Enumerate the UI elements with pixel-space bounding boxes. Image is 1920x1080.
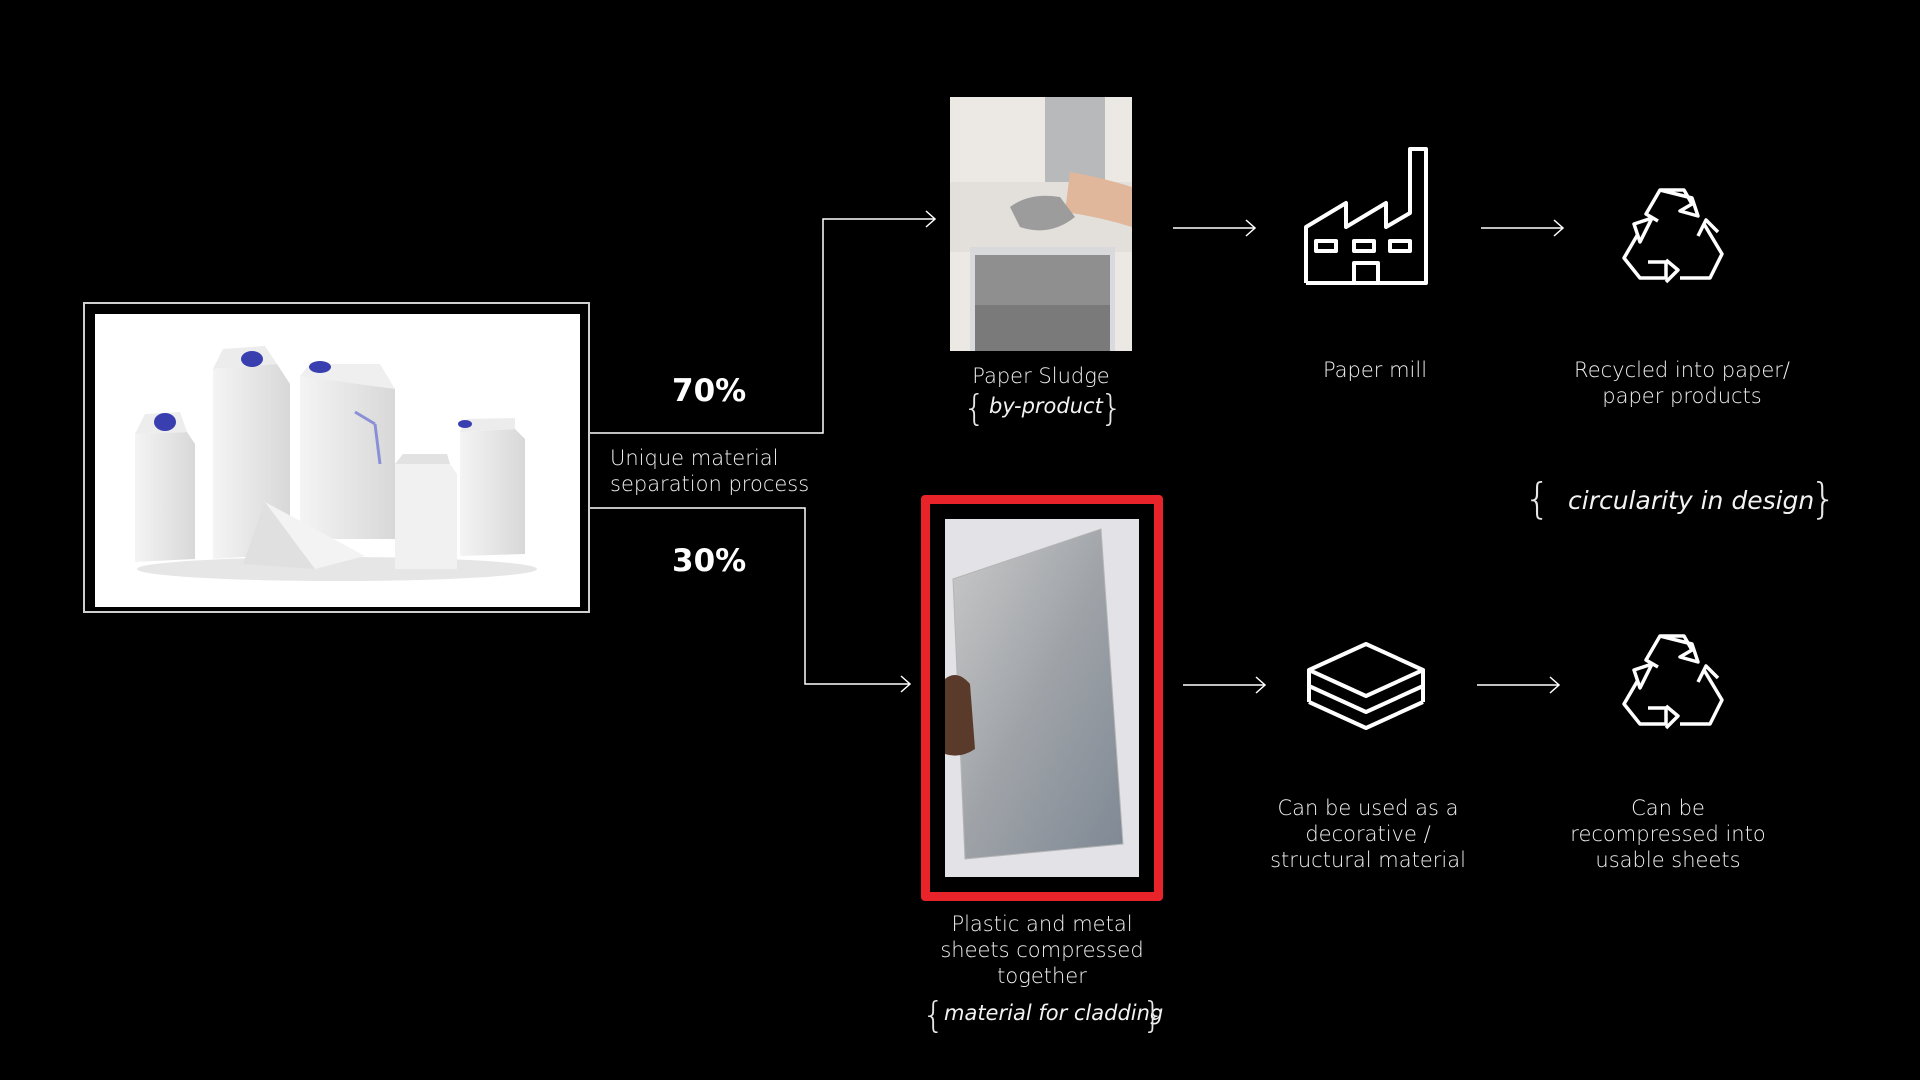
process-caption-line-2: separation process [610, 472, 810, 496]
bottom-percent: 30% [672, 543, 747, 579]
left-brace: { [963, 388, 986, 429]
layers-label-line-2: decorative / [1305, 822, 1431, 846]
sheet-note: material for cladding [944, 1001, 1164, 1025]
branch-bottom-line [590, 507, 910, 685]
circularity-text: circularity in design [1568, 486, 1815, 515]
branch-bottom-arrowhead [900, 675, 912, 693]
highlight-box [921, 495, 1163, 901]
layers-label: Can be used as a decorative / structural… [1248, 795, 1488, 873]
layers-label-line-3: structural material [1270, 848, 1466, 872]
mill-label: Paper mill [1322, 358, 1428, 382]
right-brace: } [1100, 388, 1123, 429]
milk-cartons-image [95, 314, 580, 607]
sheet-label-line-2: sheets compressed [940, 938, 1144, 962]
left-brace: { [1524, 474, 1551, 523]
sheet-label-line-3: together [997, 964, 1087, 988]
left-brace: { [922, 995, 945, 1036]
source-image-frame [83, 302, 590, 613]
recycle-bottom-label-line-3: usable sheets [1595, 848, 1741, 872]
paper-sludge-photo [950, 97, 1132, 351]
top-percent: 70% [672, 373, 747, 409]
factory-icon [1302, 145, 1442, 287]
sludge-note: by-product [989, 394, 1103, 418]
recycle-bottom-label-line-2: recompressed into [1570, 822, 1766, 846]
recycle-icon [1618, 630, 1728, 730]
sludge-note-group: { by-product } [955, 388, 1135, 432]
process-caption: Unique material separation process [610, 445, 809, 497]
circularity-group: { circularity in design } [1520, 472, 1840, 532]
right-brace: } [1142, 995, 1165, 1036]
layers-icon [1303, 640, 1429, 740]
recycle-bottom-label: Can be recompressed into usable sheets [1548, 795, 1788, 873]
recycle-icon [1618, 184, 1728, 284]
sheet-note-group: { material for cladding } [916, 995, 1170, 1039]
compressed-sheet-photo [945, 519, 1139, 877]
right-brace: } [1810, 474, 1837, 523]
sheet-label: Plastic and metal sheets compressed toge… [920, 911, 1164, 989]
process-caption-line-1: Unique material [610, 446, 779, 470]
recycle-bottom-label-line-1: Can be [1631, 796, 1705, 820]
sheet-label-line-1: Plastic and metal [951, 912, 1133, 936]
branch-top-line [590, 218, 935, 434]
recycle-top-label: Recycled into paper/ paper products [1562, 357, 1802, 409]
layers-label-line-1: Can be used as a [1277, 796, 1459, 820]
branch-top-arrowhead [925, 210, 937, 228]
sludge-label: Paper Sludge [972, 364, 1110, 388]
recycle-top-label-line-2: paper products [1602, 384, 1762, 408]
recycle-top-label-line-1: Recycled into paper/ [1574, 358, 1790, 382]
